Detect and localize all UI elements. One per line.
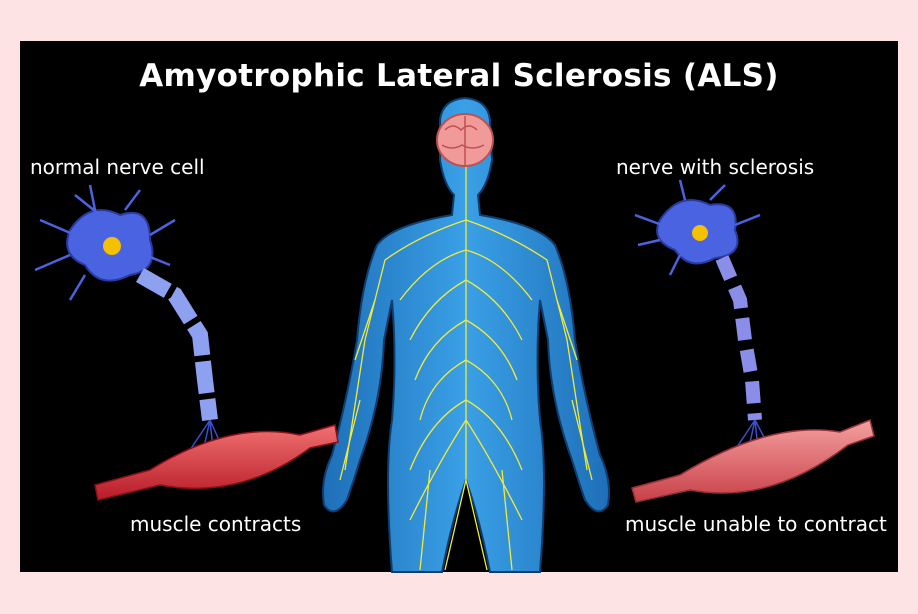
human-body-figure <box>322 96 610 573</box>
normal-nerve-cell-label: normal nerve cell <box>30 155 205 179</box>
contracted-muscle <box>94 424 339 501</box>
sclerosis-label: nerve with sclerosis <box>616 155 815 179</box>
normal-nerve-cell <box>34 184 229 469</box>
muscle-unable-label: muscle unable to contract <box>625 512 887 536</box>
page-title: Amyotrophic Lateral Sclerosis (ALS) <box>139 58 779 94</box>
muscle-contracts-label: muscle contracts <box>130 512 302 536</box>
weak-muscle <box>631 418 875 503</box>
nerve-network <box>339 150 593 571</box>
sclerotic-nerve-cell <box>634 179 776 469</box>
brain-icon <box>436 113 494 167</box>
